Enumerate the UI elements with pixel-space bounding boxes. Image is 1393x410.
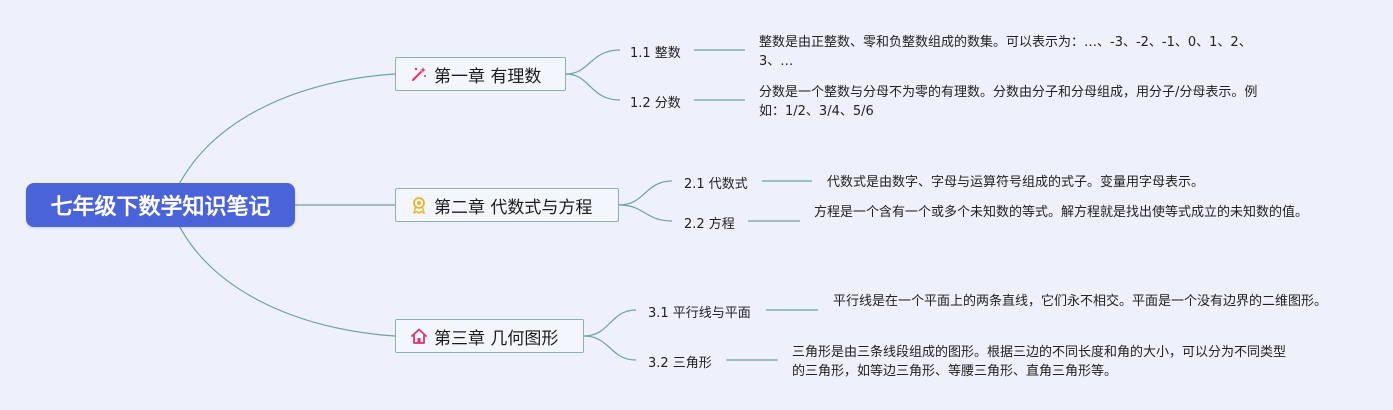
section-1-1[interactable]: 1.1 整数 xyxy=(630,46,681,61)
desc-1-1: 整数是由正整数、零和负整数组成的数集。可以表示为：…、-3、-2、-1、0、1、… xyxy=(759,35,1252,69)
desc-3-2: 三角形是由三条线段组成的图形。根据三边的不同长度和角的大小，可以分为不同类型的三… xyxy=(792,345,1287,379)
root-topic-label: 七年级下数学知识笔记 xyxy=(50,195,271,220)
connector-ch3-s2 xyxy=(583,335,637,361)
house-icon xyxy=(410,327,428,345)
chapter-3-title: 第三章 几何图形 xyxy=(434,328,559,349)
section-2-2[interactable]: 2.2 方程 xyxy=(684,217,735,232)
section-3-1[interactable]: 3.1 平行线与平面 xyxy=(648,306,751,321)
connector-root-ch3 xyxy=(169,204,396,337)
desc-1-2: 分数是一个整数与分母不为零的有理数。分数由分子和分母组成，用分子/分母表示。例如… xyxy=(759,85,1258,119)
connector-ch3-s1 xyxy=(583,309,637,337)
chapter-1-node[interactable]: 第一章 有理数 xyxy=(395,57,566,91)
award-ribbon-icon xyxy=(410,196,428,214)
chapter-2-node[interactable]: 第二章 代数式与方程 xyxy=(395,188,619,222)
magic-wand-icon xyxy=(410,65,428,83)
section-3-2[interactable]: 3.2 三角形 xyxy=(648,356,712,371)
connector-ch1-s1 xyxy=(565,49,621,75)
connector-ch2-s2 xyxy=(618,204,673,222)
chapter-3-node[interactable]: 第三章 几何图形 xyxy=(395,319,584,353)
chapter-1-title: 第一章 有理数 xyxy=(434,66,542,87)
desc-2-1: 代数式是由数字、字母与运算符号组成的式子。变量用字母表示。 xyxy=(827,175,1205,190)
section-2-1[interactable]: 2.1 代数式 xyxy=(684,177,748,192)
connector-ch2-s1 xyxy=(618,180,673,206)
desc-2-2: 方程是一个含有一个或多个未知数的等式。解方程就是找出使等式成立的未知数的值。 xyxy=(814,205,1309,220)
chapter-2-title: 第二章 代数式与方程 xyxy=(434,197,593,218)
root-topic[interactable]: 七年级下数学知识笔记 xyxy=(26,183,295,227)
connector-ch1-s2 xyxy=(565,73,621,101)
section-1-2[interactable]: 1.2 分数 xyxy=(630,96,681,111)
connector-root-ch1 xyxy=(169,73,396,206)
desc-3-1: 平行线是在一个平面上的两条直线，它们永不相交。平面是一个没有边界的二维图形。 xyxy=(833,294,1328,309)
